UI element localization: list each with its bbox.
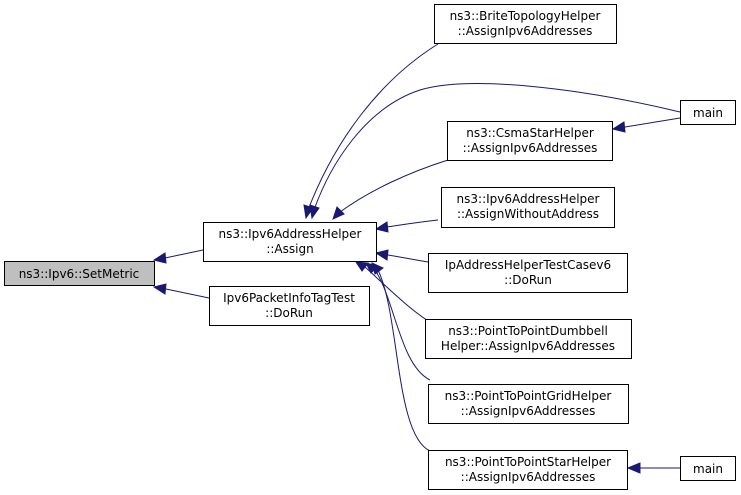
node-label-line1: ns3::PointToPointDumbbell <box>448 324 608 338</box>
node-ipv6addresshelper-assign[interactable]: ns3::Ipv6AddressHelper ::Assign <box>203 222 377 262</box>
node-label-line1: ns3::PointToPointStarHelper <box>445 455 611 469</box>
node-ipaddresshelpertestcasev6-dorun[interactable]: IpAddressHelperTestCasev6 ::DoRun <box>428 253 628 293</box>
node-label-line2: ::AssignIpv6Addresses <box>461 470 596 484</box>
edge-grid-to-assign <box>374 269 431 381</box>
node-csmastarhelper-assignipv6addresses[interactable]: ns3::CsmaStarHelper ::AssignIpv6Addresse… <box>447 121 613 161</box>
edge-main1-to-csma <box>624 117 681 128</box>
node-box <box>441 187 615 228</box>
node-box <box>428 384 629 424</box>
edge-without-to-assign <box>386 219 439 228</box>
edge-main1-to-assign <box>313 83 681 211</box>
node-label: ns3::Ipv6::SetMetric <box>19 267 140 281</box>
node-box <box>4 261 155 286</box>
arrowhead-assign-iptest <box>374 249 389 261</box>
node-ipv6addresshelper-assignwithoutaddress[interactable]: ns3::Ipv6AddressHelper ::AssignWithoutAd… <box>441 187 615 228</box>
node-main-bottom[interactable]: main <box>680 456 736 481</box>
node-ipv6packetinfotagtest-dorun[interactable]: Ipv6PacketInfoTagTest ::DoRun <box>209 286 370 326</box>
node-label-line1: IpAddressHelperTestCasev6 <box>445 258 611 272</box>
node-label-line2: ::AssignIpv6Addresses <box>461 404 596 418</box>
arrowhead-setmetric-a <box>152 252 167 264</box>
node-label: main <box>693 106 723 120</box>
arrowhead-assign-csma <box>332 206 345 220</box>
node-main-top[interactable]: main <box>680 100 736 125</box>
arrowhead-star-main2 <box>626 462 641 474</box>
node-setmetric[interactable]: ns3::Ipv6::SetMetric <box>4 261 155 286</box>
edge-csma-to-assign <box>339 159 449 213</box>
arrowhead-assign-star <box>371 262 384 275</box>
node-label-line1: ns3::PointToPointGridHelper <box>445 389 612 403</box>
node-label-line2: ::DoRun <box>265 306 313 320</box>
edge-assign-to-setmetric <box>164 249 204 259</box>
node-box <box>425 319 632 359</box>
node-label-line1: ns3::CsmaStarHelper <box>466 126 594 140</box>
edge-iptest-to-assign <box>387 254 429 263</box>
node-label-line1: ns3::Ipv6AddressHelper <box>457 192 600 206</box>
node-label-line1: ns3::Ipv6AddressHelper <box>219 227 362 241</box>
node-label-line1: Ipv6PacketInfoTagTest <box>223 291 355 305</box>
node-pointtopointstarhelper-assignipv6addresses[interactable]: ns3::PointToPointStarHelper ::AssignIpv6… <box>428 450 628 490</box>
node-label-line2: ::AssignIpv6Addresses <box>458 24 593 38</box>
edge-brite-to-assign <box>307 43 439 211</box>
node-label-line2: ::Assign <box>266 242 313 256</box>
arrowhead-setmetric-b <box>152 283 167 295</box>
arrowhead-assign-main1 <box>309 204 320 220</box>
edge-pktinfo-to-setmetric <box>165 288 210 299</box>
edge-star-to-assign <box>377 269 431 452</box>
node-box <box>447 121 613 161</box>
node-britetopologyhelper-assignipv6addresses[interactable]: ns3::BriteTopologyHelper ::AssignIpv6Add… <box>434 4 617 44</box>
node-label: main <box>693 462 723 476</box>
node-label-line2: ::AssignWithoutAddress <box>457 207 599 221</box>
node-box <box>680 456 736 481</box>
node-box <box>680 100 736 125</box>
node-pointtopointdumbbellhelper-assignipv6addresses[interactable]: ns3::PointToPointDumbbell Helper::Assign… <box>425 319 632 359</box>
node-label-line2: ::DoRun <box>504 273 552 287</box>
edge-dumbbell-to-assign <box>364 266 431 323</box>
node-pointtopointgridhelper-assignipv6addresses[interactable]: ns3::PointToPointGridHelper ::AssignIpv6… <box>428 384 629 424</box>
node-box <box>434 4 617 44</box>
node-label-line2: Helper::AssignIpv6Addresses <box>441 339 615 353</box>
node-box <box>428 450 628 490</box>
node-box <box>203 222 377 262</box>
arrowheads <box>152 121 641 474</box>
node-label-line1: ns3::BriteTopologyHelper <box>450 9 601 23</box>
edges <box>164 43 681 469</box>
node-box <box>428 253 628 293</box>
arrowhead-assign-dumbbell <box>355 261 369 272</box>
node-box <box>209 286 370 326</box>
node-label-line2: ::AssignIpv6Addresses <box>463 141 598 155</box>
arrowhead-assign-without <box>374 221 389 233</box>
arrowhead-csma-main1 <box>611 121 626 133</box>
